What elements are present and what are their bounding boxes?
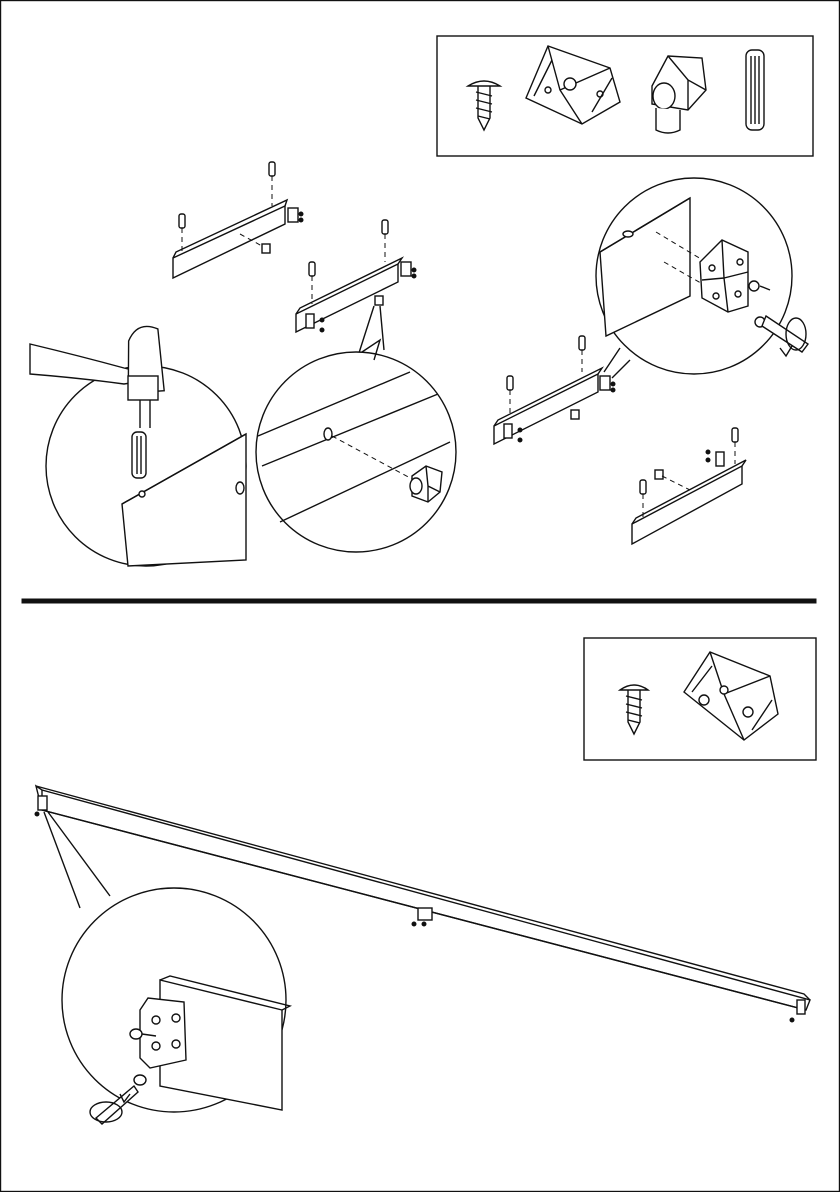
cam-lock-icon: [652, 56, 706, 133]
corner-bracket-icon: [526, 46, 620, 124]
screw-icon: [620, 685, 648, 734]
screw-icon: [468, 81, 500, 130]
parts-box-bottom: [584, 638, 816, 760]
bracket-screw-detail: [62, 888, 290, 1124]
hammer-dowel-detail: [30, 325, 246, 566]
panel-d: [632, 428, 746, 544]
wooden-dowel-icon: [746, 50, 764, 130]
step-divider: [22, 599, 816, 603]
corner-bracket-icon: [684, 652, 778, 740]
panel-c: [494, 336, 630, 444]
panel-b: [296, 220, 416, 356]
cam-insert-detail: [256, 340, 456, 552]
bracket-screw-detail: [596, 178, 808, 374]
parts-box-top: [437, 36, 813, 156]
panel-a: [173, 162, 303, 278]
